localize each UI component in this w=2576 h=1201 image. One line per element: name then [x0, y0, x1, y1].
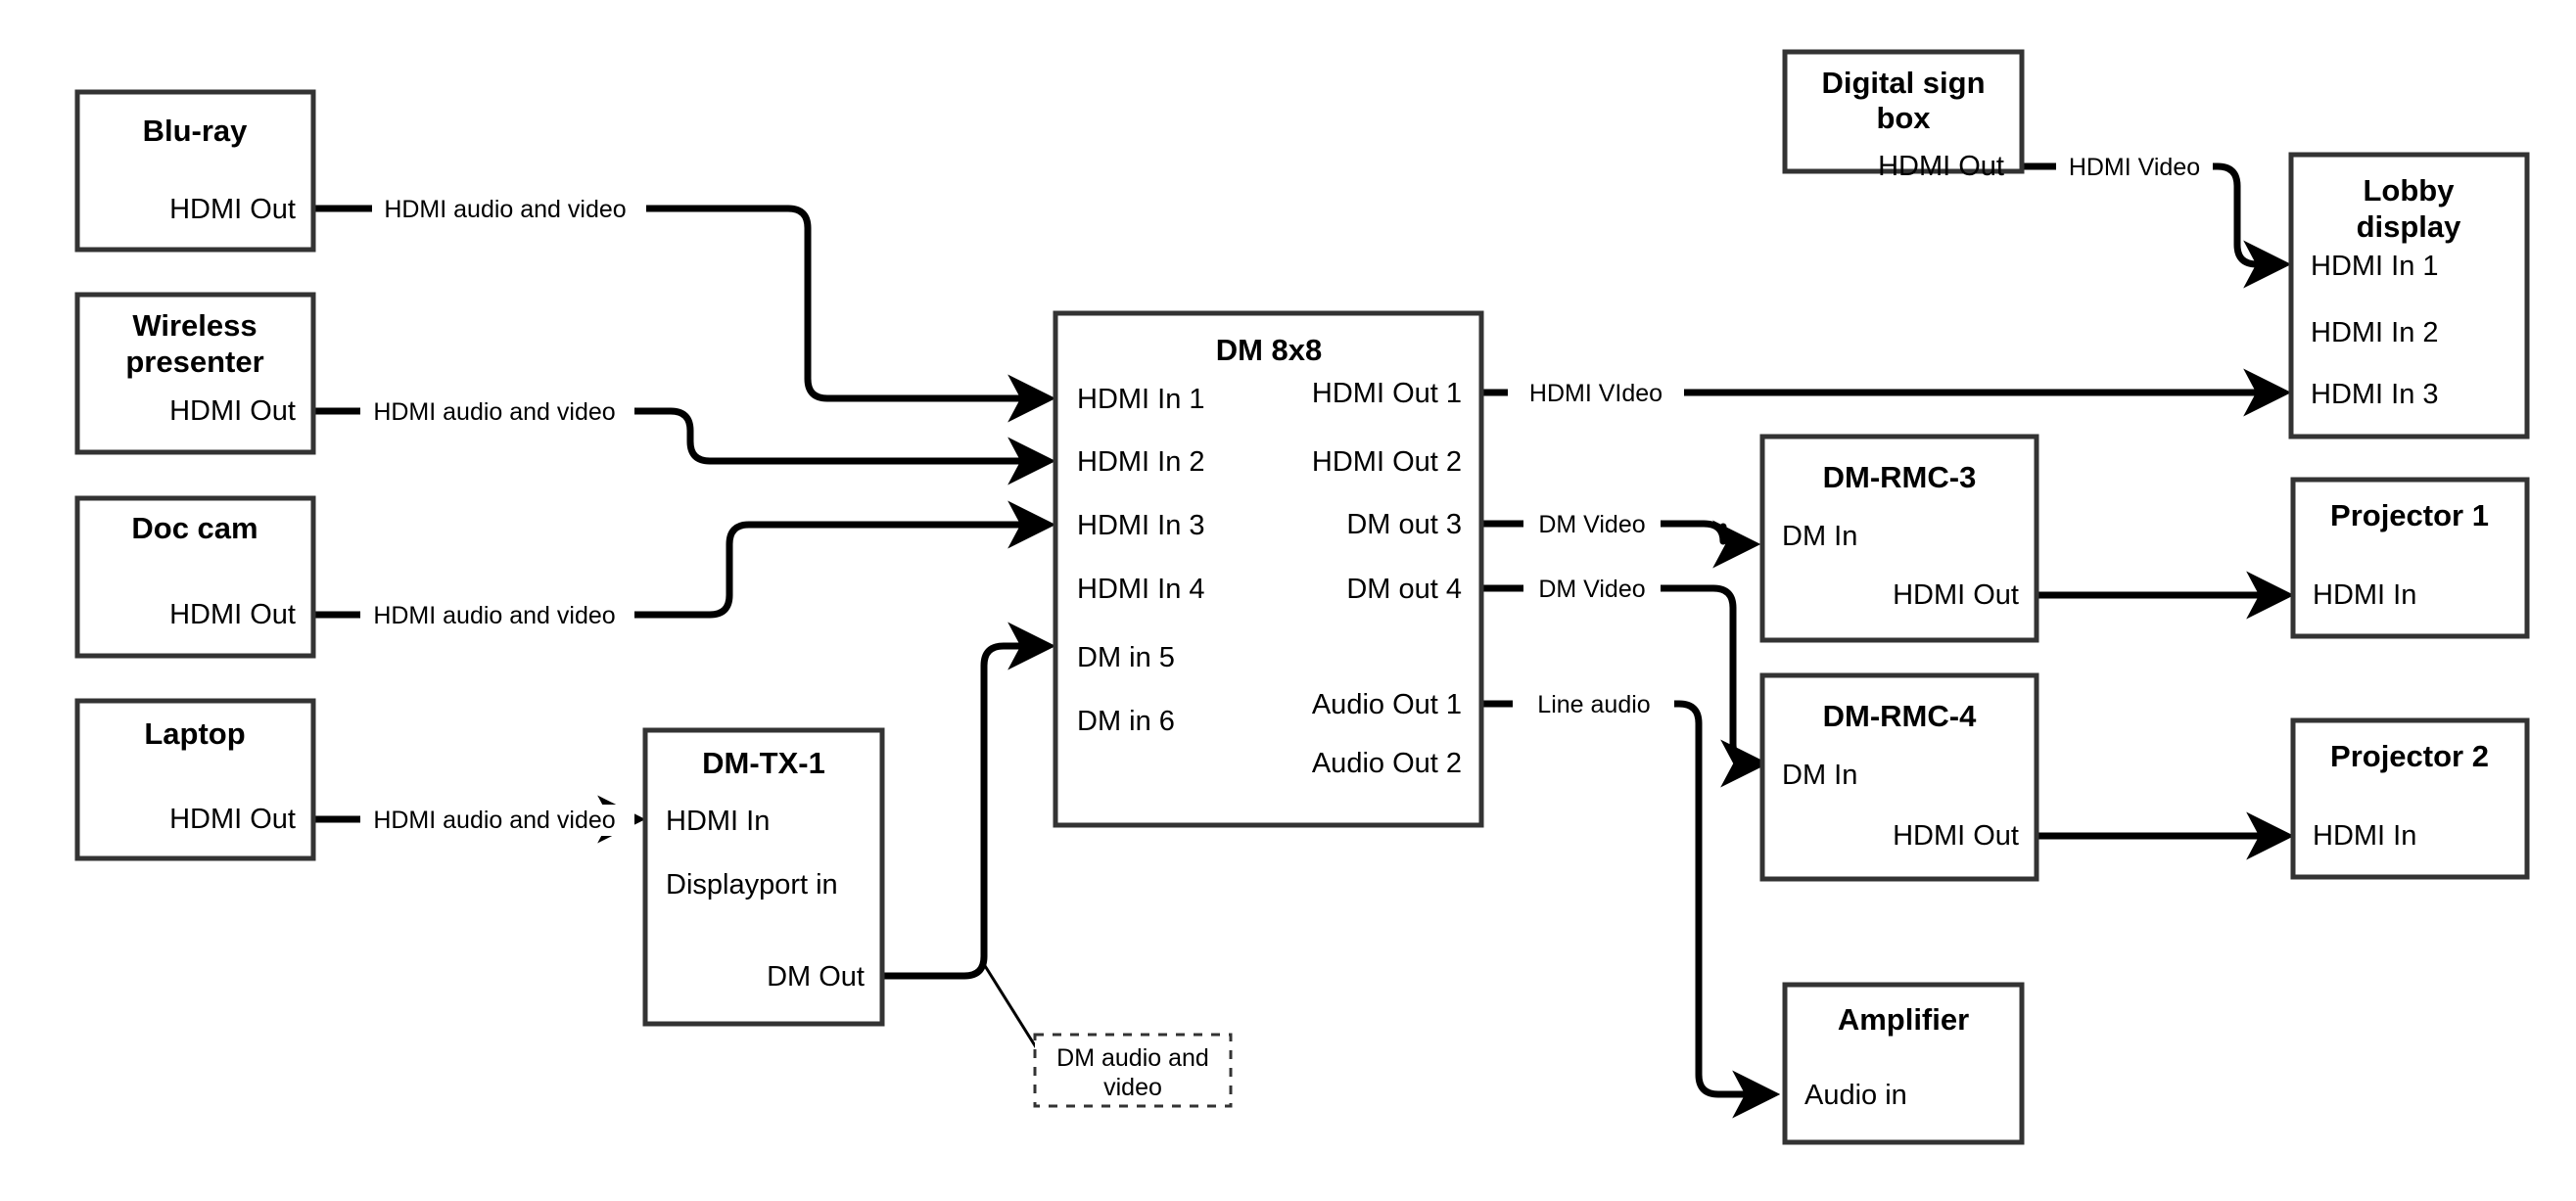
laptop-port-hdmi-out: HDMI Out — [169, 804, 296, 835]
projector1-port-hdmi-in: HDMI In — [2313, 579, 2416, 611]
note-line-1: DM audio and — [1056, 1044, 1209, 1072]
edge-dm8x8-audio1-to-amplifier: Line audio — [1481, 689, 1781, 1119]
dm8x8-input-2: HDMI In 2 — [1077, 446, 1205, 478]
edge-label-wireless: HDMI audio and video — [373, 398, 615, 426]
bluray-title: Blu-ray — [143, 114, 249, 148]
rmc4-port-hdmi-out: HDMI Out — [1893, 820, 2019, 852]
lobby-port-in-2: HDMI In 2 — [2311, 317, 2439, 348]
lobby-port-in-1: HDMI In 1 — [2311, 251, 2439, 282]
node-dm-rmc-4[interactable]: DM-RMC-4 DM In HDMI Out — [1759, 672, 2039, 882]
dm8x8-input-4: HDMI In 4 — [1077, 574, 1205, 605]
node-digital-sign-box[interactable]: Digital sign box HDMI Out — [1782, 49, 2025, 182]
edge-label-doccam: HDMI audio and video — [373, 602, 615, 629]
dm8x8-input-6: DM in 6 — [1077, 706, 1175, 737]
node-dm-rmc-3[interactable]: DM-RMC-3 DM In HDMI Out — [1759, 434, 2039, 643]
dm8x8-output-4: DM out 4 — [1346, 574, 1462, 605]
wireless-title-line1: Wireless — [132, 308, 257, 343]
rmc3-title: DM-RMC-3 — [1823, 460, 1977, 494]
node-doc-cam[interactable]: Doc cam HDMI Out — [74, 495, 316, 659]
rmc4-title: DM-RMC-4 — [1823, 699, 1977, 733]
node-lobby-display[interactable]: Lobby display HDMI In 1 HDMI In 2 HDMI I… — [2288, 152, 2530, 439]
node-amplifier[interactable]: Amplifier Audio in — [1782, 982, 2025, 1145]
dmtx1-title: DM-TX-1 — [702, 746, 825, 780]
edge-doccam-to-dm8x8: HDMI audio and video — [313, 500, 1056, 631]
edge-label-dm-out4: DM Video — [1538, 576, 1645, 603]
dmtx1-port-displayport-in: Displayport in — [666, 869, 838, 901]
edge-label-laptop: HDMI audio and video — [373, 807, 615, 834]
dm8x8-input-1: HDMI In 1 — [1077, 384, 1205, 415]
projector2-port-hdmi-in: HDMI In — [2313, 820, 2416, 852]
dm8x8-title: DM 8x8 — [1216, 333, 1323, 367]
edge-label-dm-out3: DM Video — [1538, 511, 1645, 538]
dmtx1-port-hdmi-in: HDMI In — [666, 806, 770, 837]
dm8x8-output-5: Audio Out 1 — [1312, 689, 1462, 720]
bluray-port-hdmi-out: HDMI Out — [169, 194, 296, 225]
node-projector-2[interactable]: Projector 2 HDMI In — [2290, 717, 2530, 880]
node-projector-1[interactable]: Projector 1 HDMI In — [2290, 477, 2530, 639]
dm8x8-output-2: HDMI Out 2 — [1312, 446, 1462, 478]
projector2-title: Projector 2 — [2330, 739, 2489, 773]
dm8x8-output-3: DM out 3 — [1346, 509, 1462, 540]
edge-dm8x8-out3-to-rmc3: DM Video — [1481, 509, 1761, 569]
note-dm-audio-and-video: DM audio and video — [1033, 1033, 1233, 1108]
node-bluray[interactable]: Blu-ray HDMI Out — [74, 89, 316, 253]
node-wireless-presenter[interactable]: Wireless presenter HDMI Out — [74, 292, 316, 455]
edge-dm8x8-out1-to-lobby: HDMI VIdeo — [1481, 368, 2292, 417]
amplifier-port-audio-in: Audio in — [1804, 1080, 1907, 1111]
laptop-title: Laptop — [144, 716, 245, 751]
edge-label-dm-out1: HDMI VIdeo — [1529, 380, 1663, 407]
edge-wireless-to-dm8x8: HDMI audio and video — [313, 396, 1056, 485]
sign-title-line1: Digital sign — [1821, 66, 1985, 100]
dm8x8-output-1: HDMI Out 1 — [1312, 378, 1462, 409]
edge-sign-to-lobby: HDMI Video — [2022, 152, 2292, 289]
lobby-title-line1: Lobby — [2364, 173, 2456, 208]
edge-label-audio-out1: Line audio — [1537, 691, 1650, 718]
edge-dm8x8-out4-to-rmc4: DM Video — [1481, 574, 1769, 788]
edge-dmtx1-to-dm8x8 — [882, 622, 1056, 980]
wireless-port-hdmi-out: HDMI Out — [169, 395, 296, 427]
amplifier-title: Amplifier — [1838, 1002, 1969, 1037]
rmc3-port-hdmi-out: HDMI Out — [1893, 579, 2019, 611]
node-laptop[interactable]: Laptop HDMI Out — [74, 698, 316, 861]
callout-leader-dm-audio-video — [980, 960, 1040, 1051]
edge-bluray-to-dm8x8: HDMI audio and video — [313, 194, 1056, 423]
projector1-title: Projector 1 — [2330, 498, 2489, 532]
edge-label-sign-to-lobby: HDMI Video — [2069, 154, 2200, 181]
doccam-title: Doc cam — [131, 511, 258, 545]
lobby-title-line2: display — [2357, 209, 2462, 244]
rmc4-port-dm-in: DM In — [1782, 760, 1857, 791]
wireless-title-line2: presenter — [125, 345, 263, 379]
sign-title-line2: box — [1876, 101, 1931, 135]
dm8x8-input-5: DM in 5 — [1077, 642, 1175, 673]
rmc3-port-dm-in: DM In — [1782, 521, 1857, 552]
edge-label-bluray: HDMI audio and video — [384, 196, 626, 223]
doccam-port-hdmi-out: HDMI Out — [169, 599, 296, 630]
node-dm-tx-1[interactable]: DM-TX-1 HDMI In Displayport in DM Out — [642, 727, 885, 1027]
note-line-2: video — [1103, 1074, 1162, 1101]
sign-port-hdmi-out: HDMI Out — [1878, 151, 2004, 182]
edge-laptop-to-dmtx1: HDMI audio and video — [313, 795, 646, 844]
node-dm-8x8[interactable]: DM 8x8 HDMI In 1 HDMI In 2 HDMI In 3 HDM… — [1053, 310, 1484, 828]
dm8x8-input-3: HDMI In 3 — [1077, 510, 1205, 541]
dmtx1-port-dm-out: DM Out — [767, 961, 865, 993]
lobby-port-in-3: HDMI In 3 — [2311, 379, 2439, 410]
dm8x8-output-6: Audio Out 2 — [1312, 748, 1462, 779]
